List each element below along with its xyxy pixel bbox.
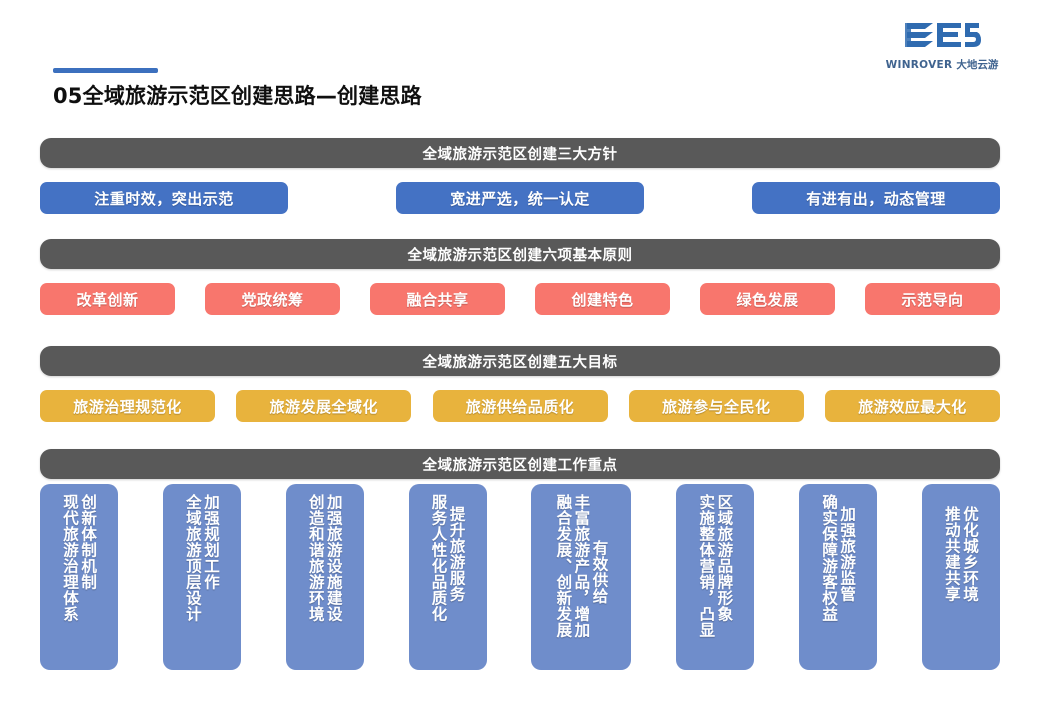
banner-six-principles: 全域旅游示范区创建六项基本原则 <box>40 239 1000 269</box>
focus-card[interactable]: 区域旅游品牌形象 实施整体营销，凸显 <box>676 484 755 670</box>
focus-card-line: 推动共建共享 <box>942 506 961 602</box>
focus-card[interactable]: 提升旅游服务 服务人性化品质化 <box>408 484 487 670</box>
focus-card-line: 现代旅游治理体系 <box>61 494 79 622</box>
focus-card-line: 实施整体营销，凸显 <box>697 494 716 638</box>
principle-pill[interactable]: 融合共享 <box>370 283 505 315</box>
title-accent-bar <box>53 68 158 73</box>
banner-five-goals: 全域旅游示范区创建五大目标 <box>40 346 1000 376</box>
focus-card-line: 加强旅游监管 <box>838 506 857 602</box>
principle-pill[interactable]: 示范导向 <box>865 283 1000 315</box>
goal-pill[interactable]: 旅游发展全域化 <box>236 390 412 422</box>
brand-logo: WINROVER 大地云游 <box>882 18 1002 72</box>
principle-pill[interactable]: 绿色发展 <box>700 283 835 315</box>
focus-card-line: 融合发展、创新发展 <box>554 494 573 638</box>
goal-pill[interactable]: 旅游效应最大化 <box>825 390 1000 422</box>
brand-name-en: WINROVER <box>885 59 953 71</box>
focus-card-line: 丰富旅游产品，增加 <box>572 494 591 638</box>
policy-pill[interactable]: 宽进严选，统一认定 <box>396 182 644 214</box>
focus-card-line: 全域旅游顶层设计 <box>183 494 202 622</box>
focus-card[interactable]: 创新体制机制 现代旅游治理体系 <box>40 484 118 670</box>
banner-work-focus: 全域旅游示范区创建工作重点 <box>40 449 1000 479</box>
policy-pill[interactable]: 注重时效，突出示范 <box>40 182 288 214</box>
row-five-goals: 旅游治理规范化 旅游发展全域化 旅游供给品质化 旅游参与全民化 旅游效应最大化 <box>40 390 1000 422</box>
focus-card-line: 优化城乡环境 <box>961 506 980 602</box>
goal-pill[interactable]: 旅游治理规范化 <box>40 390 215 422</box>
principle-pill[interactable]: 改革创新 <box>40 283 175 315</box>
goal-pill[interactable]: 旅游供给品质化 <box>432 390 608 422</box>
focus-card-line: 确实保障游客权益 <box>820 494 839 622</box>
focus-card-line: 加强规划工作 <box>201 494 220 590</box>
focus-card[interactable]: 有效供给 丰富旅游产品，增加 融合发展、创新发展 <box>531 484 632 670</box>
focus-card-line: 加强旅游设施建设 <box>324 494 343 622</box>
brand-name: WINROVER 大地云游 <box>882 57 1002 72</box>
winrover-logo-icon <box>905 23 981 47</box>
focus-card-line: 有效供给 <box>590 540 609 604</box>
focus-card-line: 创造和谐旅游环境 <box>306 494 325 622</box>
row-work-focus: 创新体制机制 现代旅游治理体系 加强规划工作 全域旅游顶层设计 加强旅游设施建设… <box>40 484 1000 670</box>
policy-pill[interactable]: 有进有出，动态管理 <box>752 182 1000 214</box>
brand-name-cn: 大地云游 <box>956 59 999 71</box>
principle-pill[interactable]: 创建特色 <box>535 283 670 315</box>
focus-card-line: 区域旅游品牌形象 <box>715 494 734 622</box>
principle-pill[interactable]: 党政统筹 <box>205 283 340 315</box>
page-title: 05全域旅游示范区创建思路—创建思路 <box>53 84 422 108</box>
focus-card-line: 服务人性化品质化 <box>429 494 448 622</box>
focus-card[interactable]: 加强规划工作 全域旅游顶层设计 <box>162 484 241 670</box>
focus-card-line: 提升旅游服务 <box>447 506 466 602</box>
row-six-principles: 改革创新 党政统筹 融合共享 创建特色 绿色发展 示范导向 <box>40 283 1000 315</box>
focus-card[interactable]: 优化城乡环境 推动共建共享 <box>921 484 1000 670</box>
focus-card[interactable]: 加强旅游监管 确实保障游客权益 <box>799 484 878 670</box>
goal-pill[interactable]: 旅游参与全民化 <box>628 390 804 422</box>
row-three-policies: 注重时效，突出示范 宽进严选，统一认定 有进有出，动态管理 <box>40 182 1000 214</box>
focus-card-line: 创新体制机制 <box>79 494 98 590</box>
banner-three-policies: 全域旅游示范区创建三大方针 <box>40 138 1000 168</box>
focus-card[interactable]: 加强旅游设施建设 创造和谐旅游环境 <box>285 484 364 670</box>
